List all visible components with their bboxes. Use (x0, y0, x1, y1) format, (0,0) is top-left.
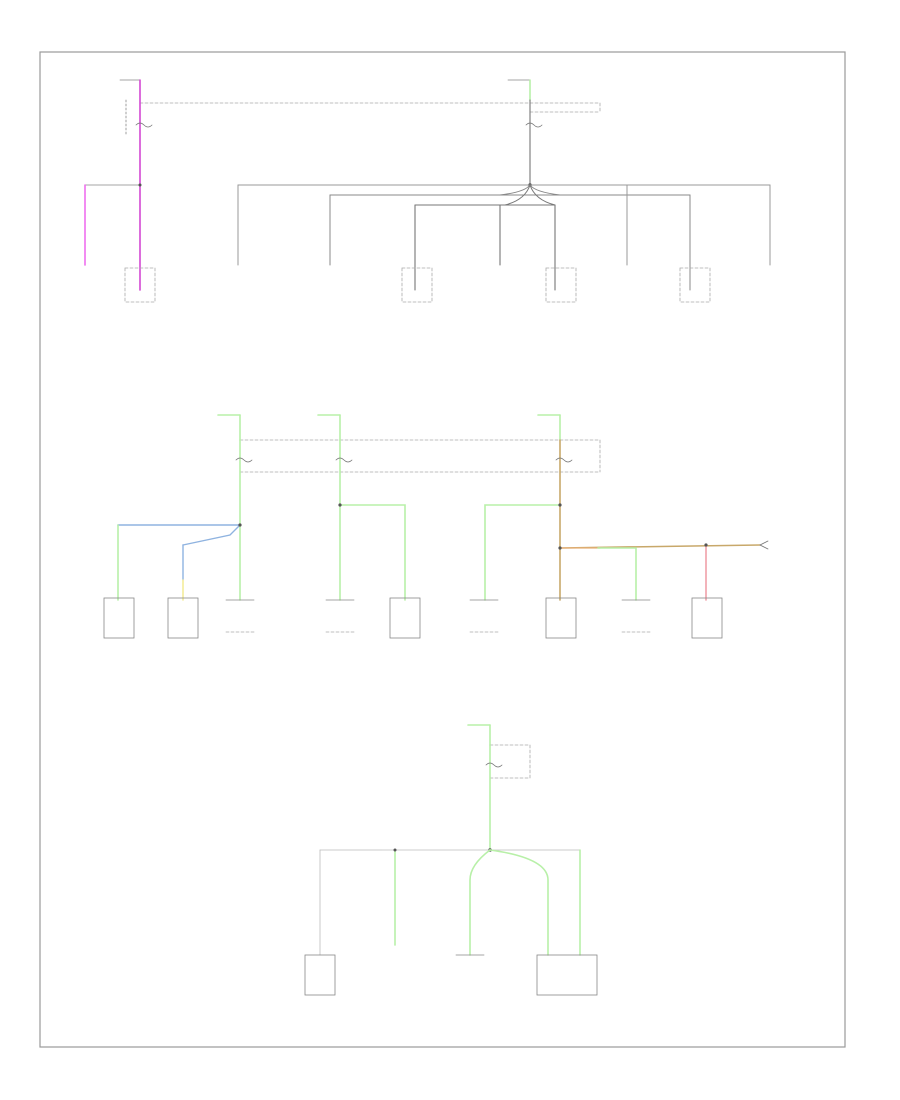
top-load-box (545, 267, 577, 303)
diagram-frame (39, 51, 846, 1048)
top-load-box (124, 267, 156, 303)
top-load-box (401, 267, 433, 303)
middle-section (103, 414, 769, 639)
top-load-box (679, 267, 711, 303)
top-section (84, 79, 771, 303)
bottom-section (304, 724, 598, 996)
